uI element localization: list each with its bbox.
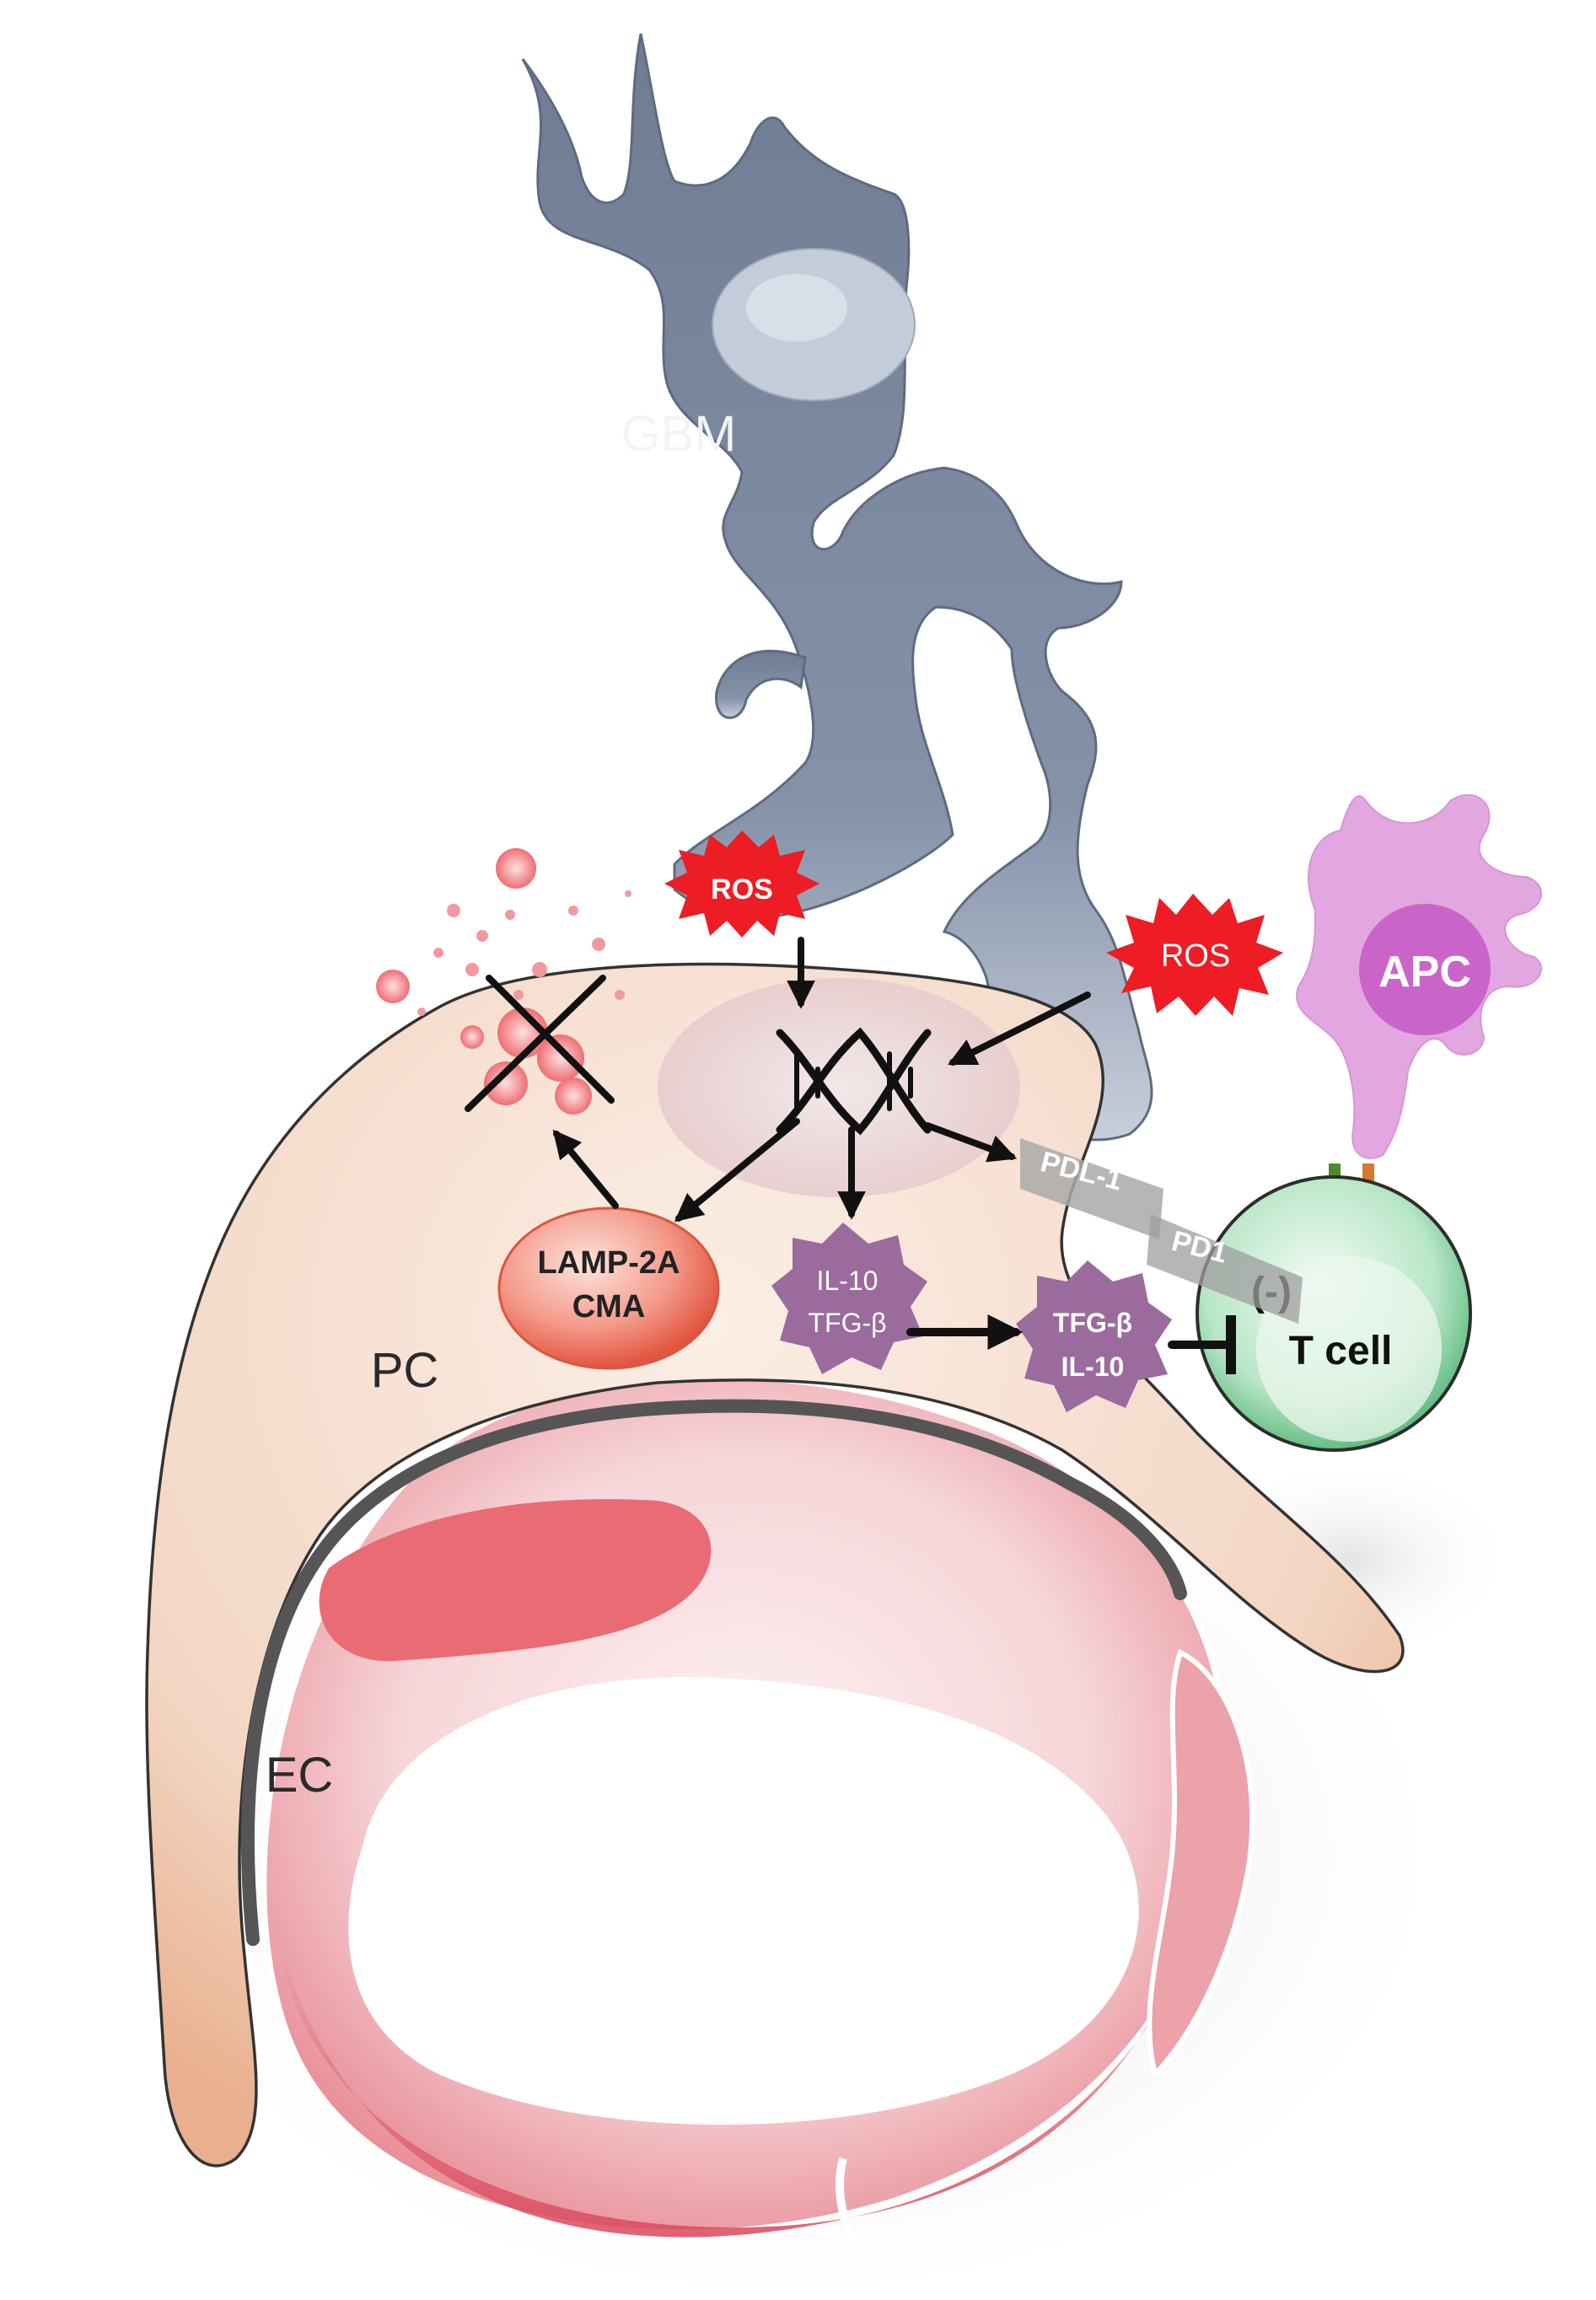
cytokine-outer	[1016, 1260, 1172, 1412]
arrow-dna-to-lamp	[674, 1118, 800, 1223]
pc-label: PC	[371, 1343, 439, 1398]
dna-helix-icon	[776, 1027, 932, 1136]
pericyte-nucleus	[658, 978, 1020, 1197]
blocked-cross-icon	[465, 975, 615, 1112]
apc-label: APC	[1378, 948, 1471, 997]
lamp-label-line2: CMA	[572, 1289, 646, 1325]
ros-burst-icon	[1106, 894, 1283, 1016]
pdl1-pd1-checkpoint	[1020, 1138, 1303, 1324]
t-cell-label: T cell	[1289, 1329, 1393, 1373]
gbm-cell	[521, 33, 1153, 1142]
ec-nucleus	[319, 1499, 712, 1662]
ros-label-right: ROS	[1161, 938, 1230, 974]
t-cell	[1196, 1175, 1472, 1452]
ros-burst-icon	[664, 830, 819, 938]
cyto-outer-line1: TFG-β	[1053, 1308, 1132, 1338]
ros-label-top: ROS	[711, 873, 773, 905]
cyto-outer-line2: IL-10	[1061, 1352, 1125, 1382]
cyto-inner-line1: IL-10	[817, 1266, 879, 1296]
arrow-lamp-to-vesicles	[552, 1129, 619, 1209]
arrow-dna-to-pdl1	[924, 1122, 1018, 1163]
endothelial-vessel	[261, 1374, 1255, 2254]
apc-nucleus	[1359, 904, 1491, 1035]
lamp-cma-organelle	[497, 1206, 720, 1370]
apc-cell	[1296, 793, 1543, 1159]
cytokine-inner	[771, 1223, 927, 1374]
cyto-inner-line2: TFG-β	[808, 1308, 886, 1338]
pathway-arrows	[552, 937, 1236, 1374]
vessel-lumen	[348, 1677, 1139, 2125]
lamp-label-line1: LAMP-2A	[538, 1245, 680, 1281]
ec-label: EC	[266, 1748, 334, 1803]
gbm-label: GBM	[621, 406, 737, 462]
arrow-ros2-to-dna	[947, 991, 1091, 1066]
